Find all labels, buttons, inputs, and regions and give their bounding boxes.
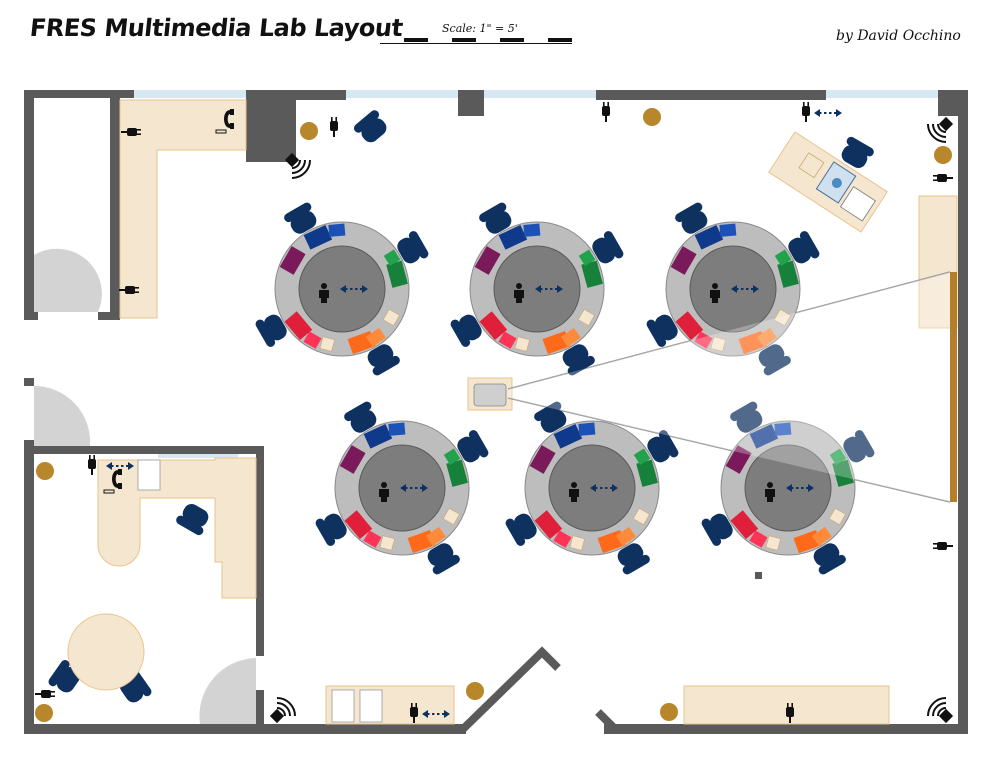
outlet-icon: [933, 542, 953, 550]
office-round-table: [67, 613, 145, 691]
workstation-table-4[interactable]: [314, 400, 490, 576]
wifi-icon: [283, 151, 311, 179]
network-icon: [813, 108, 843, 118]
monitor: [331, 689, 355, 723]
floor-box: [755, 572, 762, 579]
outlet-icon: [933, 174, 953, 182]
wifi-icon: [927, 115, 955, 143]
projector-screen: [950, 272, 957, 502]
outlet-icon: [35, 690, 55, 698]
counter-office: [97, 457, 257, 599]
scale-label: Scale: 1" = 5': [442, 22, 518, 35]
workstation-table-1[interactable]: [254, 201, 430, 377]
counter-top-left: [119, 99, 247, 319]
outlet-icon: [88, 455, 96, 475]
speaker-icon: [660, 703, 678, 721]
workstation-table-2[interactable]: [449, 201, 625, 377]
outlet-icon: [330, 117, 338, 137]
window: [158, 452, 238, 458]
wifi-icon: [927, 697, 955, 725]
speaker-icon: [934, 146, 952, 164]
door[interactable]: [34, 248, 102, 312]
chair-icon[interactable]: [352, 108, 392, 147]
speaker-icon: [36, 462, 54, 480]
author-credit: by David Occhino: [836, 28, 961, 44]
window: [826, 90, 938, 98]
teacher-desk: [768, 131, 888, 233]
outlet-icon: [602, 102, 610, 122]
monitor: [137, 459, 161, 491]
window: [346, 90, 458, 98]
door[interactable]: [34, 385, 91, 446]
outlet-icon: [802, 102, 810, 122]
projector-icon: [473, 383, 507, 407]
speaker-icon: [35, 704, 53, 722]
chair-icon[interactable]: [174, 500, 213, 537]
projection-overlay: [508, 272, 950, 502]
walls: [24, 90, 968, 734]
speaker-icon: [300, 122, 318, 140]
window: [134, 90, 246, 98]
door[interactable]: [199, 658, 256, 724]
speaker-icon: [643, 108, 661, 126]
window: [484, 90, 596, 98]
counter-bottom-right: [683, 685, 890, 725]
speaker-icon: [466, 682, 484, 700]
monitor: [359, 689, 383, 723]
wifi-icon: [268, 697, 296, 725]
